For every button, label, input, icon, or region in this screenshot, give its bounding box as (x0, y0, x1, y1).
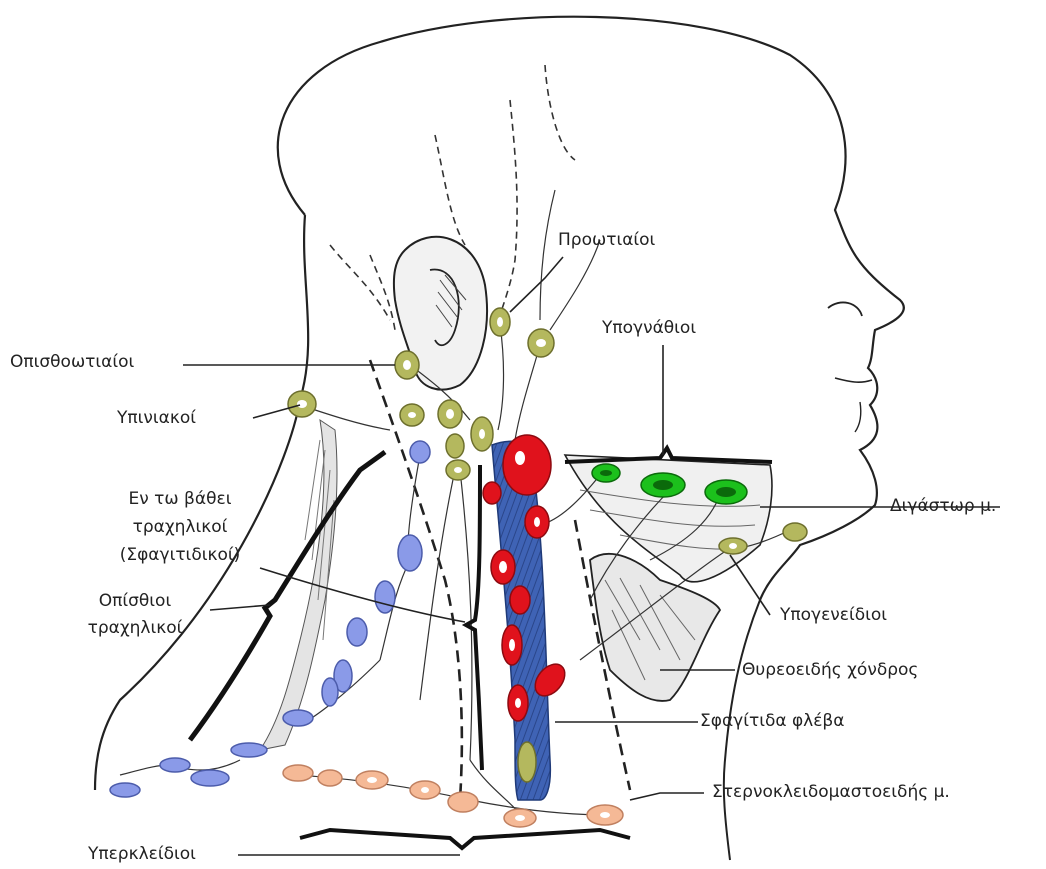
label-opisthioi-line1: Οπίσθιοι (70, 590, 200, 613)
label-opisthioi-line2: τραχηλικοί (70, 617, 200, 640)
label-sternokleido: Στερνοκλειδομαστοειδής μ. (712, 781, 950, 804)
label-ypognathioi: Υπογνάθιοι (602, 317, 696, 340)
label-ypogeneidioi: Υπογενείδιοι (780, 604, 887, 627)
posterior-node-8 (231, 743, 267, 757)
posterior-node-2 (398, 535, 422, 571)
deep-cervical-bracket (466, 465, 482, 770)
posterior-node-7 (283, 710, 313, 726)
head-outline (278, 17, 904, 600)
posterior-node-3 (375, 581, 395, 613)
label-en-to-vathei-line3: (Σφαγιτιδικοί) (100, 544, 260, 567)
label-sfagitida: Σφαγίτιδα φλέβα (700, 710, 845, 733)
supraclavicular-bracket (300, 830, 630, 848)
upper-neck-node-3 (446, 434, 464, 458)
posterior-node-6 (322, 678, 338, 706)
posterior-node-4 (347, 618, 367, 646)
nostril (828, 302, 862, 316)
scalp-line-1 (540, 190, 555, 320)
chin-fold (855, 402, 861, 432)
supraclav-node-5 (448, 792, 478, 812)
mouth-line (835, 378, 872, 382)
posterior-node-10 (191, 770, 229, 786)
scalp-dashed-5 (370, 255, 395, 330)
scalp-dashed-3 (500, 100, 517, 315)
label-opisthootiaioi: Οπισθοωτιαίοι (10, 351, 134, 374)
posterior-node-1 (410, 441, 430, 463)
scalp-dashed-2 (435, 135, 465, 245)
jugulodigastric-node (503, 435, 551, 495)
label-yperkleidioi: Υπερκλείδιοι (88, 843, 196, 866)
scalp-dashed-1 (545, 65, 575, 160)
scalp-line-2 (550, 240, 600, 330)
supraclav-node-1 (283, 765, 313, 781)
label-ypiniakoi: Υπινιακοί (117, 407, 196, 430)
deep-node-1 (483, 482, 501, 504)
label-proootiaioi: Προωτιαίοι (558, 229, 655, 252)
posterior-node-11 (110, 783, 140, 797)
label-digastor: Διγάστωρ μ. (890, 495, 996, 518)
label-en-to-vathei-line1: Εν τω βάθει (100, 488, 260, 511)
posterior-node-9 (160, 758, 190, 772)
label-en-to-vathei-line2: τραχηλικοί (100, 516, 260, 539)
supraclav-node-2 (318, 770, 342, 786)
label-thyreoeidis: Θυρεοειδής χόνδρος (742, 659, 918, 682)
peach-nodes (283, 765, 623, 827)
lower-jugular-node (518, 742, 536, 782)
deep-node-4 (510, 586, 530, 614)
submental-node-2 (783, 523, 807, 541)
